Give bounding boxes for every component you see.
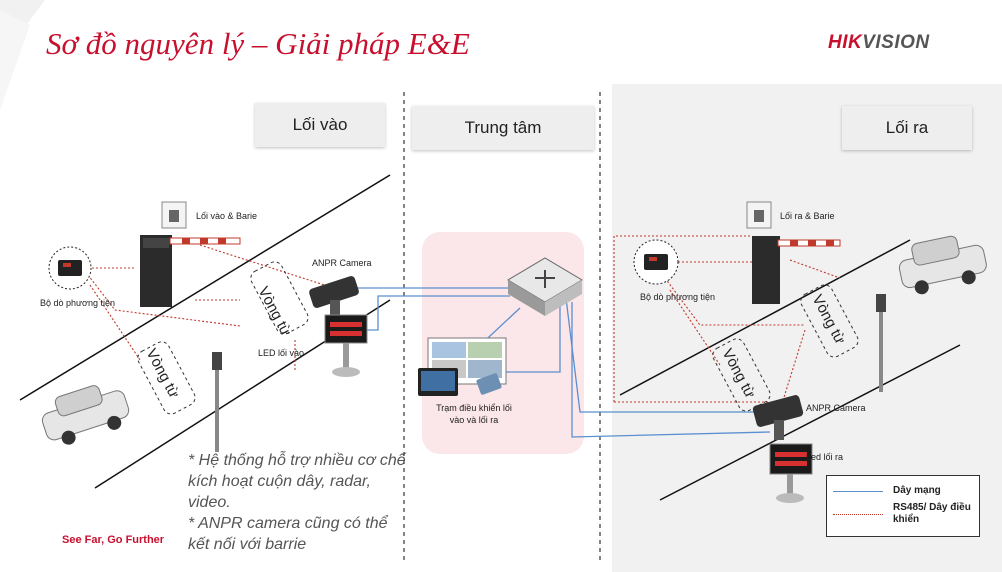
vehicle-detector-right: [633, 239, 679, 285]
entry-barrier: [140, 235, 241, 307]
vehicle-detector-left: [48, 246, 92, 290]
note-line-2: * ANPR camera cũng có thể kết nối với ba…: [188, 515, 388, 553]
legend-rs485: RS485/ Dây điều khiển: [833, 502, 973, 526]
zone-entry-header: Lối vào: [255, 103, 385, 147]
zone-exit-label: Lối ra: [885, 118, 929, 137]
car-exit: [898, 235, 987, 295]
anpr-camera-left-label: ANPR Camera: [312, 258, 372, 268]
exit-barrier-label: Lối ra & Barie: [780, 211, 835, 221]
exit-barrier-icon: [746, 201, 772, 229]
legend-network: Dây mạng: [833, 485, 941, 497]
notes: * Hệ thống hỗ trợ nhiều cơ chế kích hoạt…: [188, 450, 408, 555]
legend-network-label: Dây mạng: [893, 485, 941, 496]
control-station-label-line2: vào và lối ra: [449, 415, 499, 425]
led-display-entry: [324, 314, 368, 377]
anpr-camera-right: [752, 395, 804, 440]
legend-rs485-label: RS485/ Dây điều khiển: [893, 502, 971, 525]
hikvision-logo: HIKVISION: [828, 32, 930, 54]
exit-control-wiring: [613, 235, 841, 411]
anpr-camera-left: [309, 276, 359, 320]
control-station: [418, 337, 507, 396]
entry-barrier-label: Lối vào & Barie: [196, 211, 258, 221]
zone-entry-label: Lối vào: [292, 115, 348, 134]
exit-barrier: [752, 236, 841, 304]
entry-road-edge-1: [19, 174, 391, 401]
entry-control-wiring: [87, 244, 341, 372]
led-display-exit: [769, 443, 813, 503]
car-entry: [41, 385, 130, 445]
loop-label-2: Vòng từ: [142, 346, 182, 401]
legend-network-line: [833, 490, 883, 492]
vehicle-detector-right-label: Bộ dò phương tiện: [640, 292, 715, 302]
ticket-post-entry: [212, 352, 222, 452]
page-title: Sơ đồ nguyên lý – Giải pháp E&E: [46, 26, 470, 61]
zone-center-label: Trung tâm: [464, 118, 542, 137]
led-exit-label: Led lối ra: [806, 452, 844, 462]
led-entry-label: LED lối vào: [258, 348, 305, 358]
legend-rs485-line: [833, 513, 883, 515]
control-station-label-line1: Trạm điều khiển lối: [436, 403, 512, 413]
network-switch: [507, 257, 583, 316]
logo-brand: HIK: [828, 32, 863, 53]
loop-entry-1: [250, 261, 309, 335]
exit-road-edge-2: [659, 344, 961, 501]
zone-exit-header: Lối ra: [842, 106, 972, 150]
zone-center-header: Trung tâm: [412, 106, 594, 150]
corner-decoration: [0, 0, 45, 110]
exit-road-edge-1: [619, 239, 911, 396]
note-line-1: * Hệ thống hỗ trợ nhiều cơ chế kích hoạt…: [188, 452, 406, 511]
loop-label-1: Vòng từ: [254, 284, 294, 339]
legend: Dây mạng RS485/ Dây điều khiển: [826, 475, 980, 537]
vehicle-detector-left-label: Bộ dò phương tiện: [40, 298, 115, 308]
slogan: See Far, Go Further: [62, 534, 165, 546]
entry-barrier-icon: [161, 201, 187, 229]
ticket-post-exit: [876, 294, 886, 392]
control-station-label: Trạm điều khiển lối vào và lối ra: [424, 402, 524, 426]
anpr-camera-right-label: ANPR Camera: [806, 403, 866, 413]
logo-rest: VISION: [862, 32, 930, 53]
